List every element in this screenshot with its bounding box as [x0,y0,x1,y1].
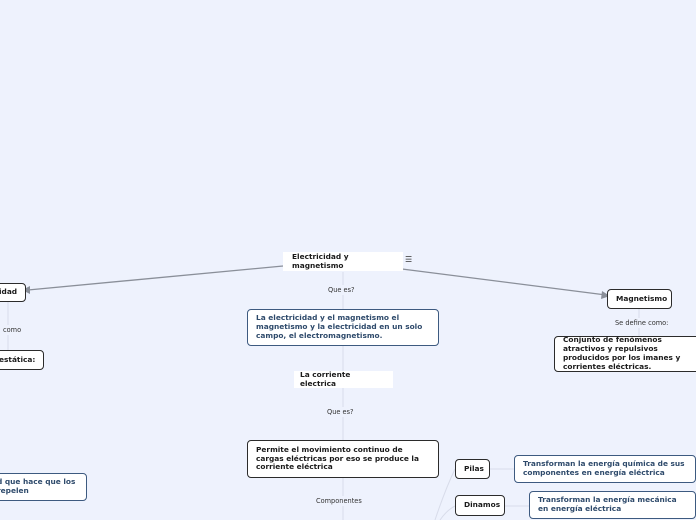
corriente-electrica-label: La corriente electrica [300,369,351,388]
magnetismo-label: Magnetismo [616,293,668,303]
static-electricity-label: estática: [0,354,36,364]
component-desc-dinamos[interactable]: Transforman la energía mecánica en energ… [529,491,696,519]
corriente-definition-node[interactable]: Permite el movimiento continuo de cargas… [247,440,439,478]
left-connector-label: como [0,325,25,335]
component-desc-pilas[interactable]: Transforman la energía química de sus co… [514,455,696,483]
que-es-label-2: Que es? [324,407,357,417]
component-name-dinamos: Dinamos [464,500,501,510]
component-name-pilas: Pilas [464,463,484,473]
static-electricity-node[interactable]: estática: [0,350,44,370]
se-define-label: Se define como: [612,318,672,328]
component-desc-pilas-label: Transforman la energía química de sus co… [523,459,685,477]
definition-node[interactable]: La electricidad y el magnetismo el magne… [247,309,439,346]
component-desc-dinamos-label: Transforman la energía mecánica en energ… [538,495,677,513]
que-es-label-1: Que es? [325,285,358,295]
corriente-electrica-node[interactable]: La corriente electrica [294,369,393,388]
magnetismo-definition-label: Conjunto de fenómenos atractivos y repul… [563,335,681,371]
component-node-dinamos[interactable]: Dinamos [455,495,505,516]
root-node[interactable]: Electricidad y magnetismo [283,252,403,271]
left-topic-label: idad [0,287,18,297]
component-node-pilas[interactable]: Pilas [455,459,490,479]
magnetismo-node[interactable]: Magnetismo [607,289,672,309]
left-description-label: d que hace que los repelen [0,477,76,495]
left-topic-node[interactable]: idad [0,283,26,302]
hamburger-menu-icon[interactable]: ☰ [405,255,413,264]
magnetismo-definition-node[interactable]: Conjunto de fenómenos atractivos y repul… [554,335,696,372]
componentes-label: Componentes [313,496,365,506]
left-description-node[interactable]: d que hace que los repelen [0,473,87,501]
root-label: Electricidad y magnetismo [292,251,349,270]
definition-label: La electricidad y el magnetismo el magne… [256,313,423,340]
corriente-definition-label: Permite el movimiento continuo de cargas… [256,444,419,472]
